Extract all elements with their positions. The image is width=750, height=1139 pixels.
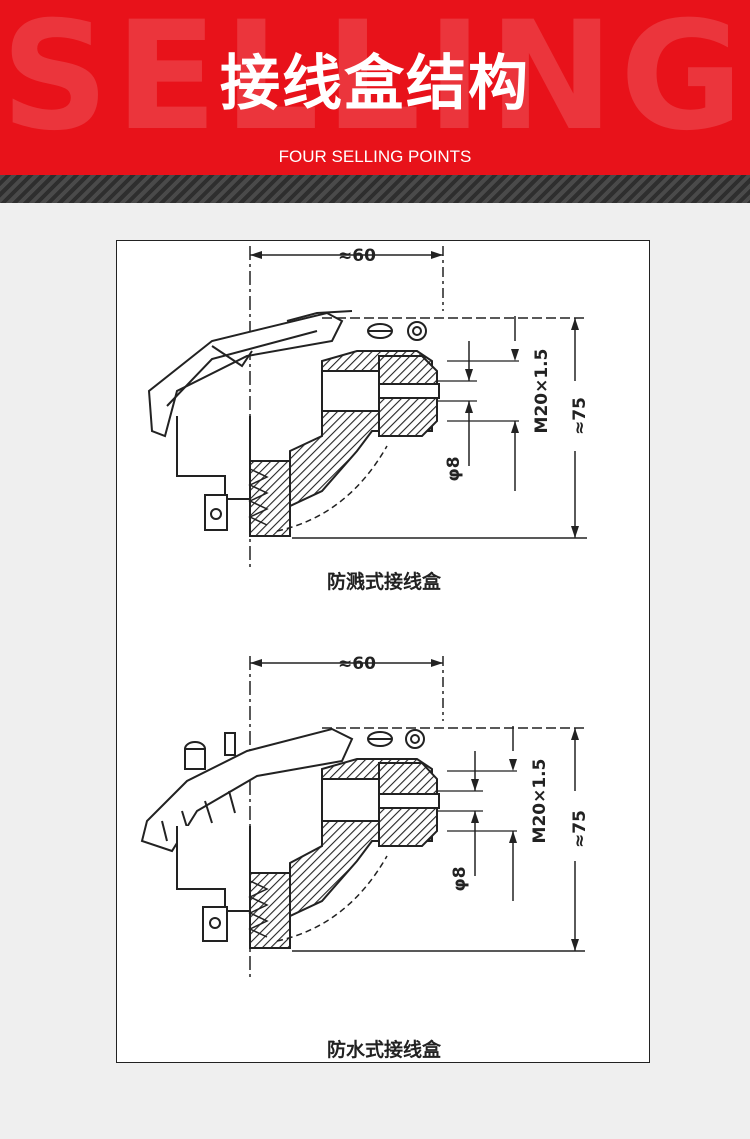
waterproof-box-drawing — [140, 656, 585, 981]
fig1-width-label: ≈60 — [338, 246, 376, 266]
diagram-frame: ≈60 M20×1.5 ≈75 φ8 — [116, 240, 650, 1063]
page-title: 接线盒结构 — [220, 49, 530, 119]
fig2-bore-label: φ8 — [450, 866, 470, 891]
fig1-thread-label: M20×1.5 — [532, 349, 552, 434]
splash-proof-caption: 防溅式接线盒 — [326, 571, 441, 593]
fig1-height-label: ≈75 — [570, 397, 590, 435]
splash-proof-box-drawing — [147, 246, 587, 571]
fig2-height-label: ≈75 — [570, 810, 590, 848]
fig2-thread-label: M20×1.5 — [530, 759, 550, 844]
fig2-width-label: ≈60 — [338, 654, 376, 674]
fig1-bore-label: φ8 — [444, 456, 464, 481]
banner-watermark: SELLING — [0, 0, 750, 164]
banner-stripe-divider — [0, 175, 750, 203]
junction-box-drawings: ≈60 M20×1.5 ≈75 φ8 — [140, 246, 590, 981]
banner-subtitle: FOUR SELLING POINTS — [278, 147, 472, 166]
waterproof-caption: 防水式接线盒 — [326, 1039, 441, 1061]
header-banner: SELLING 接线盒结构 FOUR SELLING POINTS — [0, 0, 750, 175]
